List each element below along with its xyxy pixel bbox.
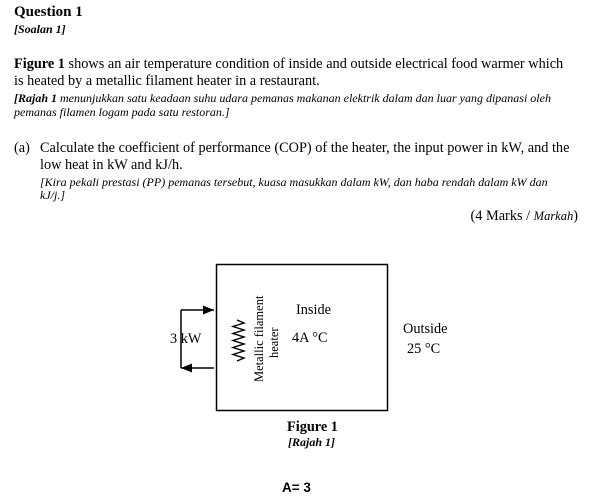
figure-reference-malay: [Rajah 1 <box>14 91 58 105</box>
heater-label-line1: Metallic filament <box>252 295 266 382</box>
marks: (4 Marks / Markah) <box>471 208 578 225</box>
figure-caption: Figure 1 <box>287 419 338 435</box>
inside-temperature: 4A °C <box>292 330 328 346</box>
warmer-box <box>215 263 389 412</box>
input-arrow-bottom-head <box>181 363 192 373</box>
question-subtitle: [Soalan 1] <box>14 22 66 36</box>
marks-close: ) <box>573 208 578 224</box>
input-arrow-top-head <box>203 305 214 315</box>
outside-label: Outside <box>403 321 448 337</box>
question-title: Question 1 <box>14 4 83 20</box>
heater-label-line2: heater <box>267 327 281 358</box>
marks-malay: Markah <box>533 209 574 223</box>
part-a-text: Calculate the coefficient of performance… <box>40 140 570 173</box>
part-a-label: (a) <box>14 140 30 156</box>
figure-reference: Figure 1 <box>14 56 65 72</box>
figure-caption-malay: [Rajah 1] <box>288 435 336 449</box>
heater-coil-icon <box>230 319 247 362</box>
inside-label: Inside <box>296 302 331 318</box>
intro-text: shows an air temperature condition of in… <box>14 56 564 89</box>
outside-temperature: 25 °C <box>407 341 441 357</box>
intro-paragraph-malay: [Rajah 1 menunjukkan satu keadaan suhu u… <box>14 91 574 119</box>
intro-text-malay: menunjukkan satu keadaan suhu udara pema… <box>14 91 551 119</box>
answer-note: A= 3 <box>282 480 311 495</box>
input-power-label: 3 kW <box>170 331 202 347</box>
part-a-text-malay: [Kira pekali prestasi (PP) pemanas terse… <box>40 175 548 202</box>
marks-english: (4 Marks / <box>470 208 534 224</box>
intro-paragraph: Figure 1 shows an air temperature condit… <box>14 56 574 90</box>
